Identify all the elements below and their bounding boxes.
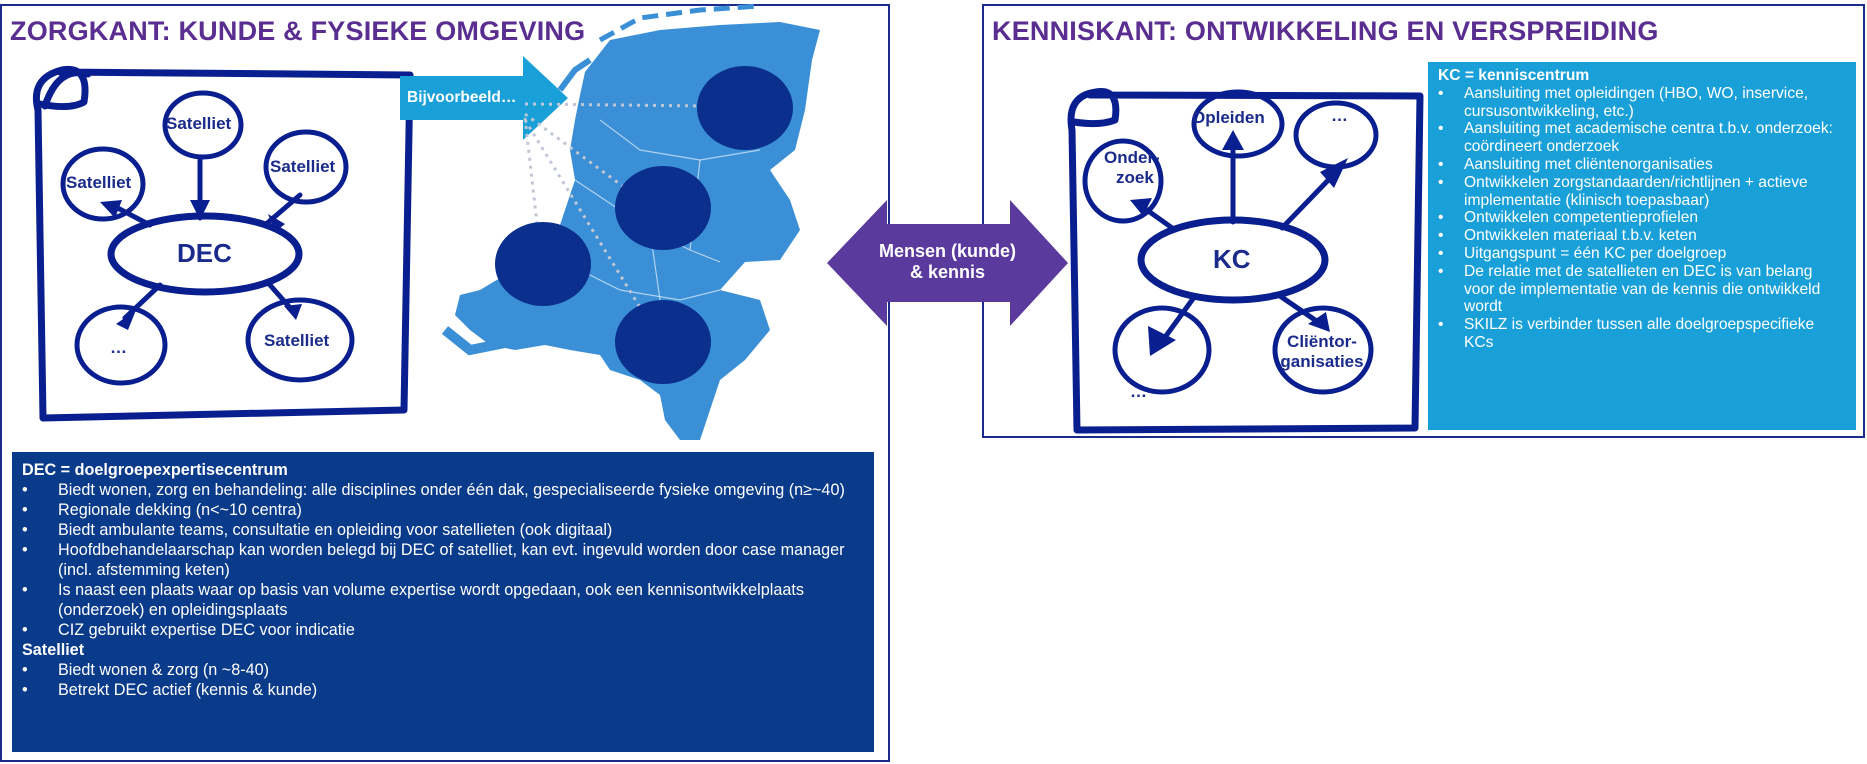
example-arrow-label: Bijvoorbeeld… <box>407 89 517 106</box>
satellite-bottomright-label: Satelliet <box>264 331 330 350</box>
kc-box-item: Ontwikkelen competentieprofielen <box>1438 209 1846 227</box>
double-arrow-shape <box>827 200 1068 326</box>
kc-sheet-frame <box>1067 88 1424 434</box>
dec-center-label: DEC <box>177 238 232 268</box>
satelliet-box-item: Betrekt DEC actief (kennis & kunde) <box>22 680 864 700</box>
satelliet-box-item: Biedt wonen & zorg (n ~8-40) <box>22 660 864 680</box>
dec-box-item: Is naast een plaats waar op basis van vo… <box>22 580 864 620</box>
kc-box-item: Aansluiting met academische centra t.b.v… <box>1438 120 1846 156</box>
map-marker-west <box>495 222 591 306</box>
dec-box-item: Regionale dekking (n<~10 centra) <box>22 500 864 520</box>
kc-box-item: Aansluiting met cliëntenorganisaties <box>1438 156 1846 174</box>
kc-onderzoek-line1: Onder- <box>1104 148 1160 167</box>
dec-box-item: Biedt wonen, zorg en behandeling: alle d… <box>22 480 864 500</box>
satellite-top-circle <box>162 90 244 160</box>
map-marker-center <box>615 166 711 250</box>
double-arrow-line1: Mensen (kunde) <box>878 241 1016 261</box>
satellite-right-label: Satelliet <box>270 157 336 176</box>
kc-onderzoek-label: Onder- zoek <box>1104 148 1160 188</box>
kc-onderzoek-line2: zoek <box>1116 168 1154 187</box>
kc-onderzoek-circle <box>1082 138 1164 224</box>
satellite-left-circle <box>60 146 146 222</box>
satellite-bottomright-circle <box>245 297 355 383</box>
satellite-top-label: Satelliet <box>166 114 232 133</box>
satelliet-box-list: Biedt wonen & zorg (n ~8-40) Betrekt DEC… <box>22 660 864 700</box>
kc-more-top-label: … <box>1331 106 1348 125</box>
satellite-more-label: … <box>110 338 127 357</box>
satellite-right-circle <box>263 129 349 205</box>
dec-description-box: DEC = doelgroepexpertisecentrum Biedt wo… <box>12 452 874 752</box>
dec-box-item: Biedt ambulante teams, consultatie en op… <box>22 520 864 540</box>
kc-box-heading: KC = kenniscentrum <box>1438 67 1590 84</box>
kc-box-item: Aansluiting met opleidingen (HBO, WO, in… <box>1438 85 1846 121</box>
dec-center-ellipse <box>107 212 303 296</box>
kc-description-box: KC = kenniscentrum Aansluiting met oplei… <box>1428 62 1856 430</box>
double-arrow-label: Mensen (kunde) & kennis <box>855 241 1040 283</box>
kc-opleiden-label: Opleiden <box>1192 108 1265 127</box>
kenniskant-title: KENNISKANT: ONTWIKKELING EN VERSPREIDING <box>992 16 1659 46</box>
kc-opleiden-circle <box>1191 89 1285 159</box>
kc-client-line1: Cliëntor- <box>1287 332 1357 351</box>
dec-sheet-frame <box>33 65 414 422</box>
map-dotted-connectors <box>523 102 709 341</box>
kc-client-circle <box>1272 305 1374 395</box>
kc-center-label: KC <box>1213 244 1251 274</box>
kc-box-item: SKILZ is verbinder tussen alle doelgroep… <box>1438 316 1846 352</box>
dec-box-item: Hoofdbehandelaarschap kan worden belegd … <box>22 540 864 580</box>
kc-box-item: De relatie met de satellieten en DEC is … <box>1438 263 1846 316</box>
kc-box-list: Aansluiting met opleidingen (HBO, WO, in… <box>1438 85 1846 352</box>
kc-more-bottom-label: … <box>1130 382 1147 401</box>
map-marker-south <box>615 300 711 384</box>
dec-box-heading: DEC = doelgroepexpertisecentrum <box>22 461 288 479</box>
kc-more-bottom-circle <box>1112 305 1212 395</box>
dec-box-list: Biedt wonen, zorg en behandeling: alle d… <box>22 480 864 640</box>
satellite-more-circle <box>74 304 168 386</box>
satelliet-box-heading: Satelliet <box>22 641 85 659</box>
kc-box-item: Uitgangspunt = één KC per doelgroep <box>1438 245 1846 263</box>
kc-arrows <box>1130 130 1348 356</box>
zorgkant-title: ZORGKANT: KUNDE & FYSIEKE OMGEVING <box>10 16 586 46</box>
satellite-left-label: Satelliet <box>66 173 132 192</box>
double-arrow-line2: & kennis <box>909 262 986 282</box>
map-marker-north <box>697 66 793 150</box>
kc-box-item: Ontwikkelen materiaal t.b.v. keten <box>1438 227 1846 245</box>
kc-box-item: Ontwikkelen zorgstandaarden/richtlijnen … <box>1438 174 1846 210</box>
dec-arrows <box>100 157 303 330</box>
kc-client-label: Cliëntor- ganisaties <box>1270 332 1374 372</box>
kc-client-line2: ganisaties <box>1280 352 1364 371</box>
dec-box-item: CIZ gebruikt expertise DEC voor indicati… <box>22 620 864 640</box>
